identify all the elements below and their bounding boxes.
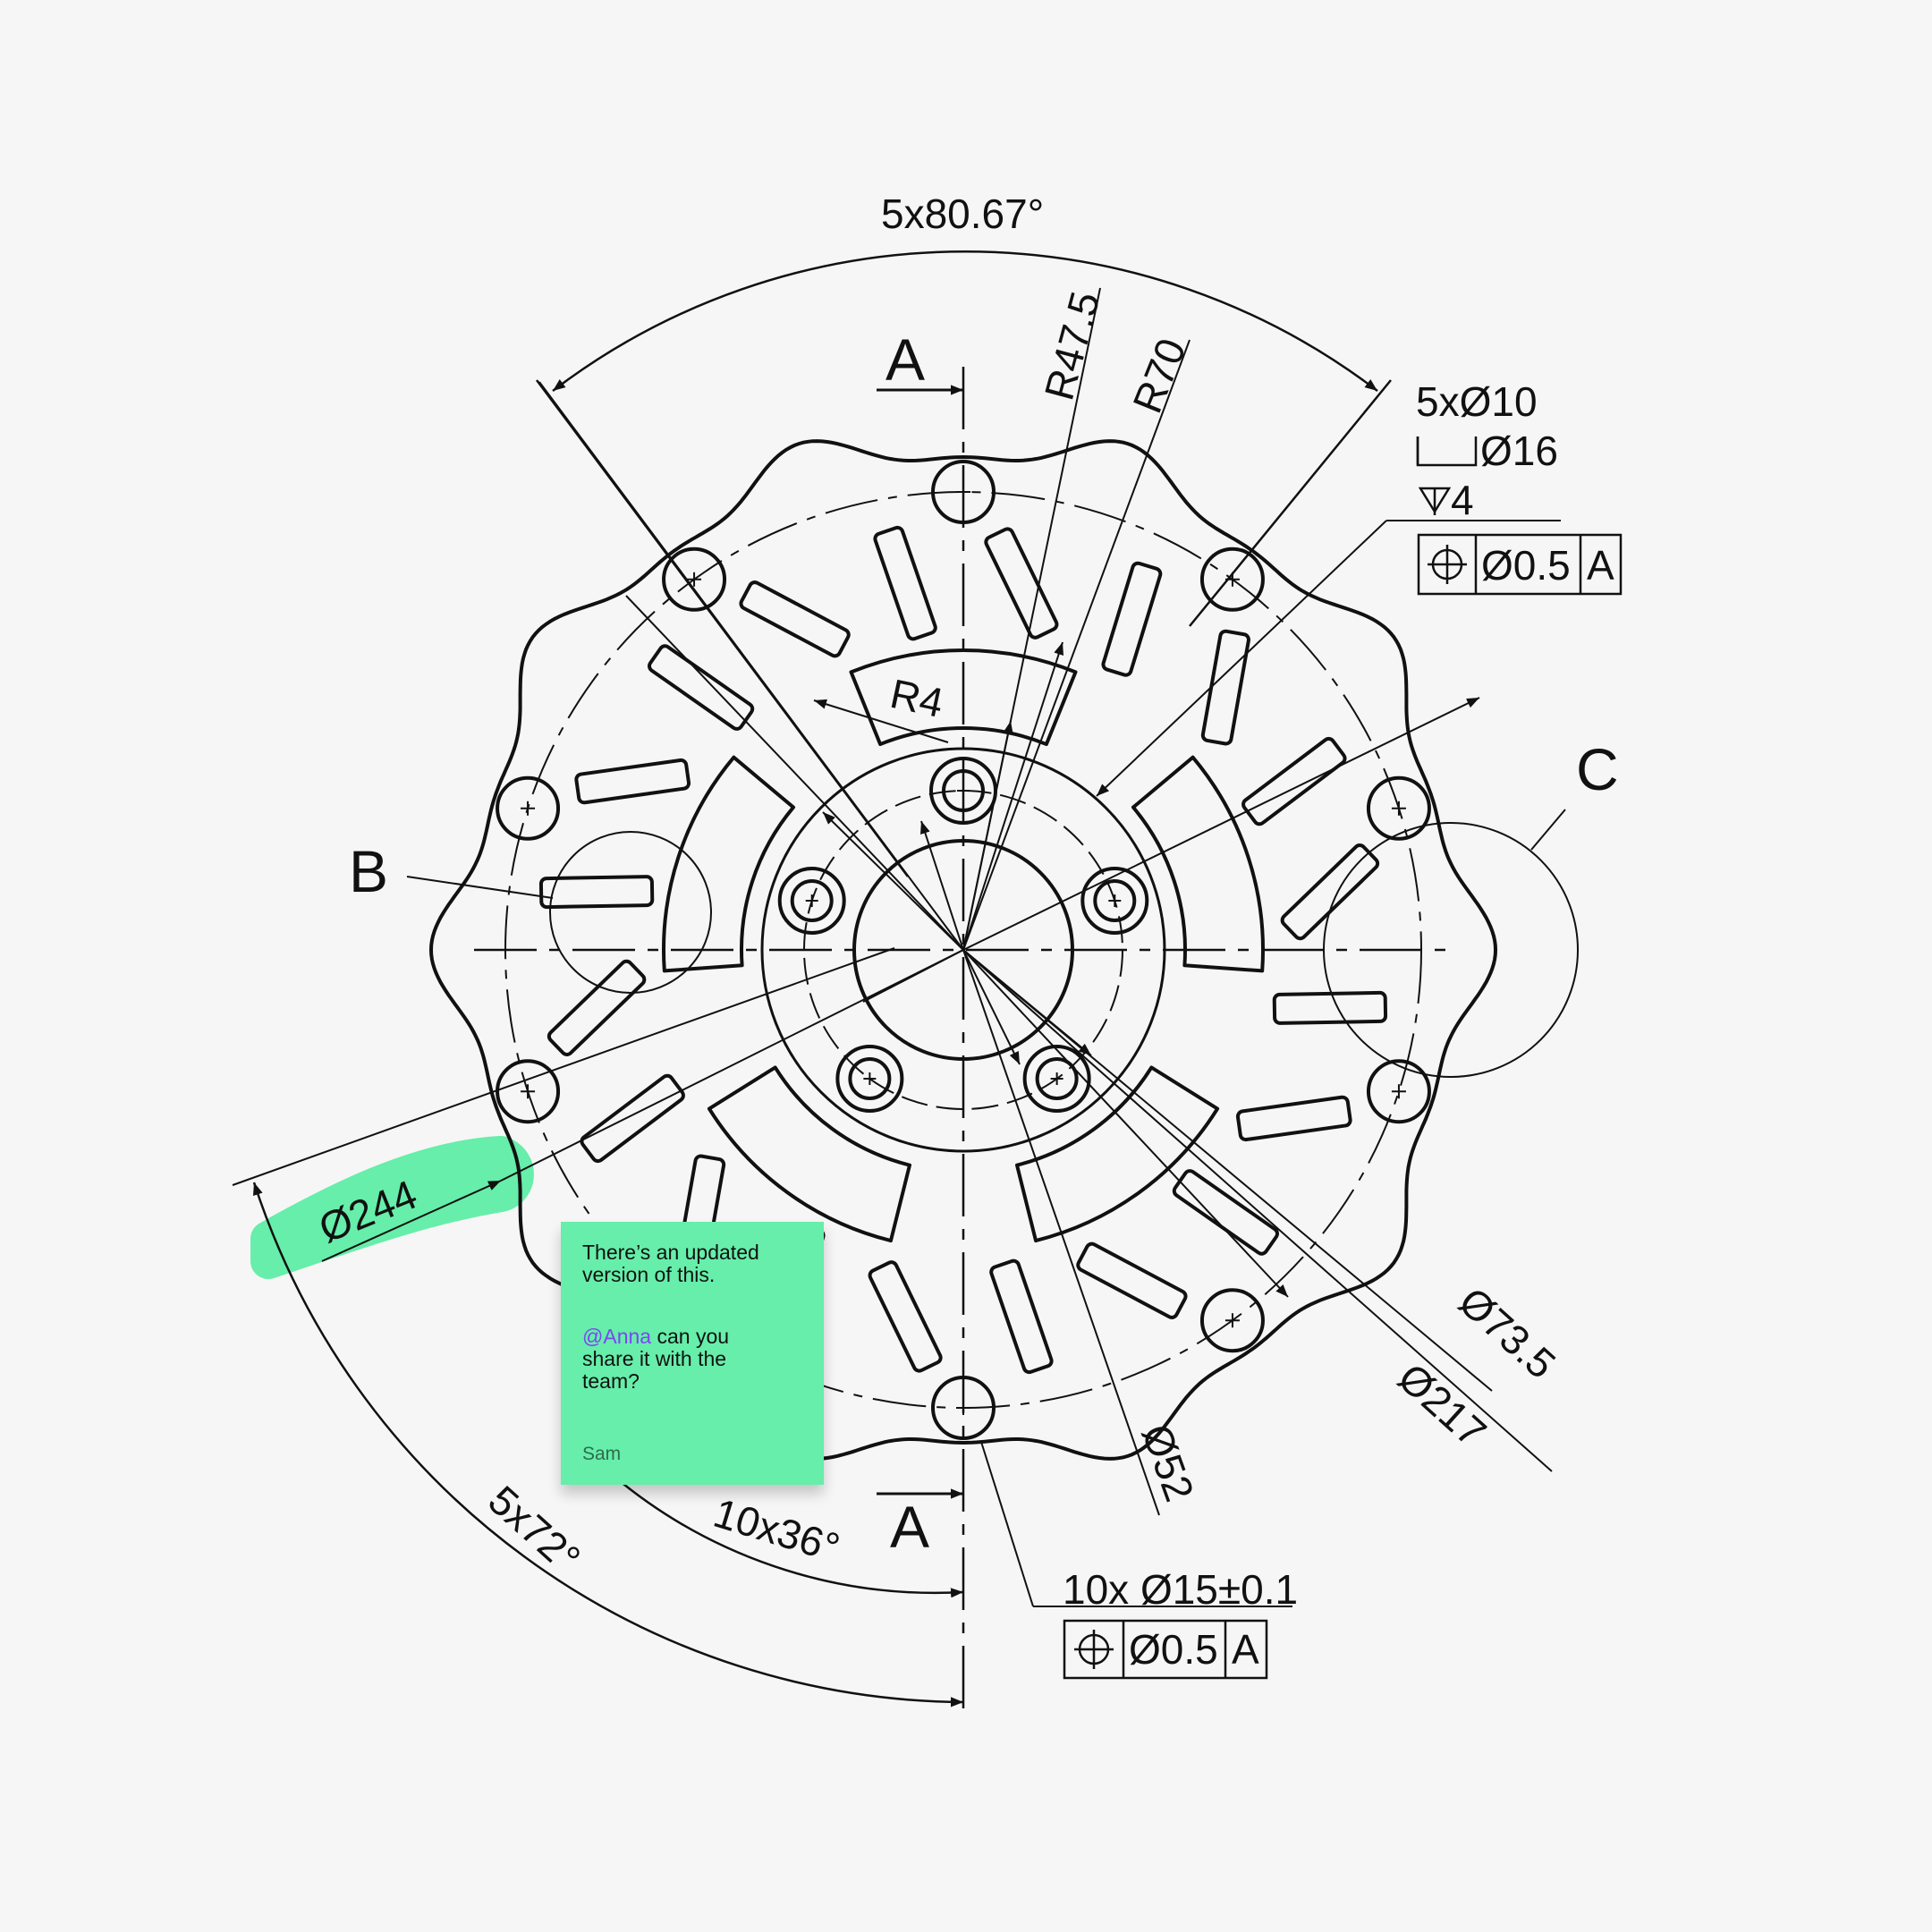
- mention-anna[interactable]: @Anna: [582, 1325, 652, 1348]
- bolt-hole: [1199, 1288, 1265, 1353]
- hub-hole-cbore: [835, 1045, 904, 1114]
- detail-label-b: B: [349, 838, 388, 904]
- hole-datum: A: [1587, 542, 1614, 589]
- cooling-slot: [1280, 843, 1380, 941]
- dimension-lines: [232, 287, 1566, 1607]
- hub-cutout: [1131, 755, 1265, 973]
- outer-contour: [428, 439, 1498, 1461]
- cooling-slot: [873, 525, 937, 641]
- section-label-a-top: A: [886, 326, 925, 393]
- bolt-hole: [496, 775, 561, 841]
- cooling-slot: [1101, 561, 1163, 677]
- hub-hole: [790, 878, 834, 922]
- cooling-slot: [989, 1258, 1054, 1375]
- bolt-hole: [1366, 1059, 1431, 1124]
- cooling-slot: [1241, 736, 1347, 826]
- hole-cbore: Ø16: [1480, 428, 1558, 474]
- dim-angle-10x36: 10x36°: [708, 1489, 845, 1572]
- bolt-hole: [662, 547, 727, 612]
- sticky-note[interactable]: There’s an updated version of this. @Ann…: [561, 1222, 824, 1485]
- cooling-slot: [1076, 1241, 1188, 1319]
- dim-r70: R70: [1123, 332, 1195, 419]
- hole-count-dia: 5xØ10: [1416, 378, 1538, 425]
- detail-label-c: C: [1576, 736, 1619, 802]
- hub-cutout: [849, 648, 1078, 747]
- dim-angle-5x72: 5x72°: [479, 1477, 589, 1582]
- dim-d217: Ø217: [1389, 1354, 1495, 1456]
- bolt-datum: A: [1232, 1626, 1259, 1673]
- hub-cutout: [662, 755, 796, 973]
- note-author: Sam: [582, 1444, 622, 1464]
- dim-r4: R4: [886, 670, 947, 726]
- bolt-hole: [1199, 547, 1265, 612]
- section-label-a-bottom: A: [890, 1494, 929, 1560]
- hub-hole: [848, 1057, 892, 1101]
- hub-hole: [1093, 878, 1137, 922]
- note-line-2: version of this.: [582, 1263, 716, 1286]
- hub-cutout: [707, 1065, 911, 1243]
- note-line-3: @Anna can you: [582, 1326, 802, 1348]
- bolt-callout: [1063, 1619, 1268, 1680]
- note-line-1: There’s an updated: [582, 1241, 759, 1264]
- dim-d52: Ø52: [1133, 1419, 1204, 1507]
- center-lines: [474, 367, 1458, 1717]
- cooling-slot: [739, 580, 851, 658]
- section-a-markers: [877, 385, 963, 1499]
- cooling-slot: [580, 1073, 685, 1164]
- dim-top-angle: 5x80.67°: [881, 191, 1044, 237]
- cooling-slot: [1172, 1169, 1280, 1256]
- cooling-slot: [538, 875, 655, 910]
- cooling-slot: [1200, 629, 1250, 746]
- angle-dimensions: [252, 250, 1392, 1707]
- bolt-count-dia: 10x Ø15±0.1: [1063, 1566, 1298, 1613]
- dim-r47-5: R47.5: [1035, 287, 1108, 405]
- hub-cutout: [1015, 1065, 1220, 1243]
- bolt-hole: [1366, 775, 1431, 841]
- cooling-slot: [984, 527, 1059, 640]
- cooling-slot: [1272, 990, 1388, 1025]
- bolt-hole: [496, 1059, 561, 1124]
- bolt-tol: Ø0.5: [1129, 1626, 1218, 1673]
- hole-callout: [1416, 436, 1623, 596]
- hub-hole-cbore: [777, 866, 846, 935]
- note-line-4: share it with the: [582, 1347, 727, 1370]
- hole-tol: Ø0.5: [1481, 542, 1571, 589]
- note-line-3-text: can you: [651, 1325, 730, 1348]
- cooling-slot: [1235, 1095, 1352, 1142]
- detail-circle-c: [1323, 822, 1579, 1078]
- hub-hole-cbore: [1022, 1045, 1091, 1114]
- hub-hole-cbore: [1080, 866, 1149, 935]
- hub-hole: [1035, 1057, 1079, 1101]
- cooling-slot: [868, 1260, 943, 1373]
- detail-circle-b: [549, 831, 712, 994]
- cooling-slot: [547, 959, 647, 1056]
- hole-depth: 4: [1451, 477, 1474, 523]
- cooling-slot: [574, 758, 691, 805]
- note-line-5: team?: [582, 1369, 640, 1393]
- cooling-slot: [647, 644, 755, 731]
